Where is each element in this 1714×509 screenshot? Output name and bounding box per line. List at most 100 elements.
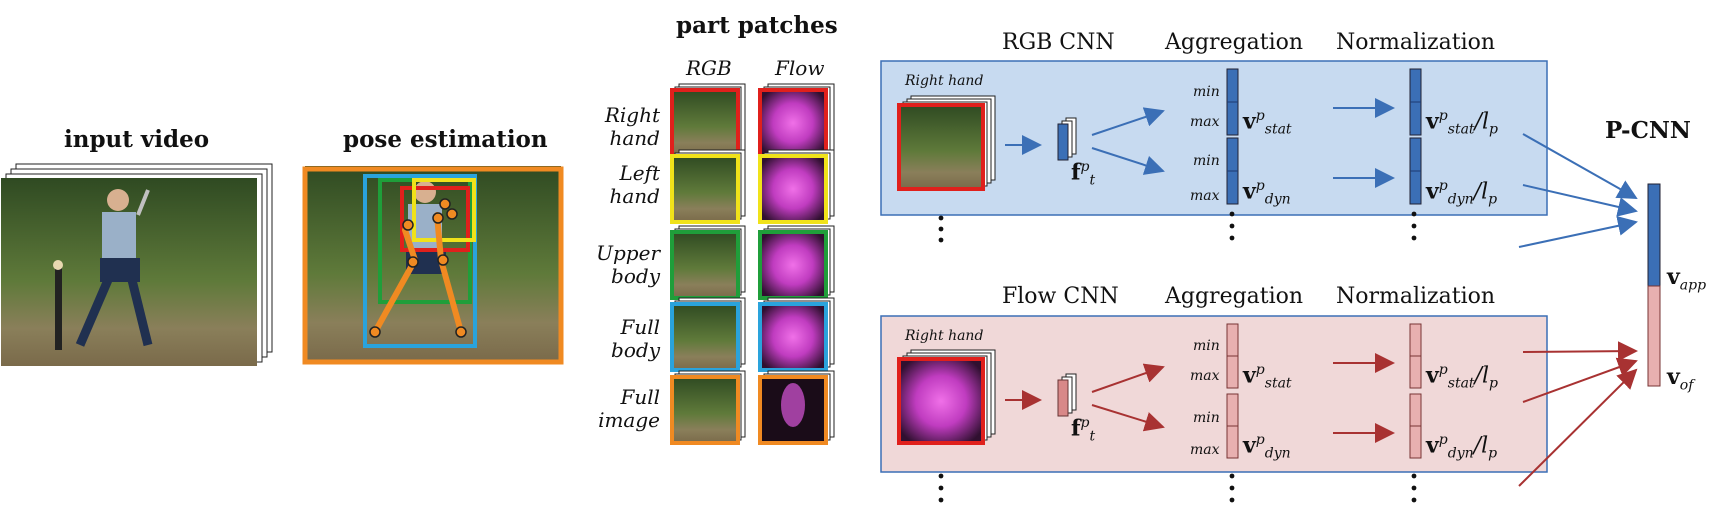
vec-sub: stat [1447,375,1475,392]
part-label-upper-body: Upper body [580,242,660,288]
vec-sub: of [1679,377,1694,394]
norm-suffix: /l [1474,109,1490,135]
input-video-title: input video [64,126,210,153]
patch-col-rgb: RGB [686,56,732,80]
part-label-full-image: Full image [580,386,660,432]
vec-sub: stat [1264,375,1292,392]
vec-sup: p [1438,432,1448,448]
norm-suffix-sub: p [1488,191,1498,208]
flow-dyn-vector: vpdyn [1243,432,1291,462]
norm-suffix: /l [1474,363,1490,389]
part-label-full-body: Full body [580,316,660,362]
part-patch-grid [670,83,835,445]
pose-box-right-hand [400,186,470,252]
vec-base: v [1667,364,1680,390]
rgb-max-label: max [1190,114,1220,130]
part-label-left-hand: Left hand [580,161,661,208]
rgb-dyn-vector: vpdyn [1243,178,1291,208]
vec-base: v [1426,178,1439,205]
feature-sub: t [1089,428,1096,445]
part-label-line: body [611,338,660,362]
vec-sub: dyn [1447,445,1474,462]
pcnn-title: P-CNN [1605,117,1691,144]
vec-sup: p [1255,178,1265,194]
flow-feature-label: fpt [1071,415,1095,445]
pose-box-full-body [363,174,477,348]
feature-base: f [1071,159,1081,186]
norm-suffix-sub: p [1488,445,1498,462]
part-label-line: Upper [596,241,660,265]
feature-sup: p [1080,415,1090,431]
vec-sub: app [1679,277,1707,294]
rgb-min-label: min [1193,84,1220,100]
flow-max-label: max [1190,442,1220,458]
rgb-max-label: max [1190,188,1220,204]
rgb-normalization-header: Normalization [1336,30,1496,55]
flow-aggregation-header: Aggregation [1165,284,1304,309]
norm-suffix-sub: p [1489,375,1498,392]
vec-base: v [1243,432,1256,459]
norm-suffix: /l [1473,179,1489,205]
patch-col-flow: Flow [775,56,825,80]
vec-base: v [1243,362,1256,389]
norm-suffix-sub: p [1489,121,1498,138]
part-label-line: body [611,264,660,288]
pose-estimation-frame [302,166,564,365]
part-label-line: Right [604,103,660,127]
flow-normalization-header: Normalization [1336,284,1496,309]
vec-sub: dyn [1264,445,1291,462]
rgb-stream [880,60,1548,216]
vec-base: v [1243,108,1256,135]
rgb-stat-norm-vector: vpstat/lp [1426,108,1498,138]
flow-min-label: min [1193,338,1220,354]
feature-sub: t [1089,172,1096,189]
pose-estimation-title: pose estimation [343,126,548,153]
vec-base: v [1426,432,1439,459]
rgb-cnn-header: RGB CNN [1002,30,1115,55]
part-label-line: hand [609,184,661,208]
pose-box-left-hand [412,178,476,242]
flow-cnn-header: Flow CNN [1002,284,1119,309]
output-app-label: vapp [1667,264,1706,293]
part-label-line: Full [620,385,660,409]
flow-max-label: max [1190,368,1220,384]
part-patches-title: part patches [676,12,838,39]
vec-sup: p [1255,432,1265,448]
part-label-line: image [598,408,660,432]
rgb-dyn-norm-vector: vpdyn/lp [1426,178,1497,208]
rgb-min-label: min [1193,153,1220,169]
norm-suffix: /l [1473,433,1489,459]
vec-sup: p [1438,108,1448,124]
vec-sub: dyn [1447,191,1474,208]
pose-box-full-image [302,166,564,365]
vec-sup: p [1255,108,1265,124]
vec-sub: stat [1447,121,1475,138]
vec-sub: dyn [1264,191,1291,208]
vec-sup: p [1438,178,1448,194]
rgb-aggregation-header: Aggregation [1165,30,1304,55]
rgb-feature-label: fpt [1071,159,1095,189]
vec-sub: stat [1264,121,1292,138]
part-label-line: Full [620,315,660,339]
rgb-stat-vector: vpstat [1243,108,1292,138]
flow-min-label: min [1193,410,1220,426]
flow-dyn-norm-vector: vpdyn/lp [1426,432,1497,462]
part-label-line: hand [609,126,661,150]
part-label-right-hand: Right hand [580,104,660,150]
feature-base: f [1071,415,1081,442]
vec-sup: p [1438,362,1448,378]
flow-stat-norm-vector: vpstat/lp [1426,362,1498,392]
vec-base: v [1426,362,1439,389]
flow-stream [880,315,1548,473]
continuation-dots [938,211,1417,503]
feature-sup: p [1080,159,1090,175]
flow-stat-vector: vpstat [1243,362,1292,392]
vec-base: v [1426,108,1439,135]
vec-sup: p [1255,362,1265,378]
vec-base: v [1667,264,1680,290]
flow-patch-label: Right hand [905,328,984,344]
input-video-stack [1,163,273,366]
pcnn-output-vector [1518,133,1661,487]
vec-base: v [1243,178,1256,205]
part-label-line: Left [619,161,660,185]
